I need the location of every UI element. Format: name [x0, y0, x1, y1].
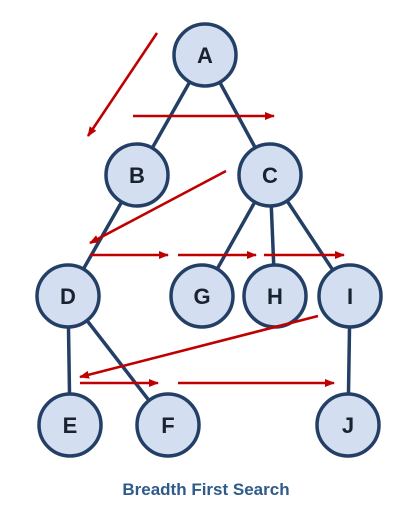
node-circle	[172, 22, 238, 88]
node-circle	[315, 392, 381, 458]
node-label: E	[63, 413, 78, 438]
node-b: B	[104, 142, 170, 208]
node-circle	[104, 142, 170, 208]
diagram-caption: Breadth First Search	[122, 480, 290, 499]
node-circle	[169, 263, 235, 329]
node-label: B	[129, 163, 145, 188]
node-c: C	[237, 142, 303, 208]
node-circle	[237, 142, 303, 208]
node-j: J	[315, 392, 381, 458]
node-label: A	[197, 43, 213, 68]
node-circle	[37, 392, 103, 458]
traversal-arrow-1	[86, 32, 159, 137]
node-label: J	[342, 413, 354, 438]
traversal-arrow-3	[89, 169, 227, 245]
node-a: A	[172, 22, 238, 88]
traversal-arrows	[79, 32, 345, 387]
node-d: D	[35, 263, 101, 329]
node-label: D	[60, 284, 76, 309]
tree-nodes: A B C D G I H E F J	[35, 22, 383, 458]
node-label: C	[262, 163, 278, 188]
node-label: G	[193, 284, 210, 309]
node-h: H	[242, 263, 308, 329]
node-g: G	[169, 263, 235, 329]
node-circle	[317, 263, 383, 329]
traversal-arrow-7	[79, 314, 319, 379]
node-label: I	[347, 284, 353, 309]
node-e: E	[37, 392, 103, 458]
node-i: I	[317, 263, 383, 329]
node-f: F	[135, 392, 201, 458]
node-circle	[35, 263, 101, 329]
node-label: F	[161, 413, 174, 438]
node-circle	[135, 392, 201, 458]
node-label: H	[267, 284, 283, 309]
